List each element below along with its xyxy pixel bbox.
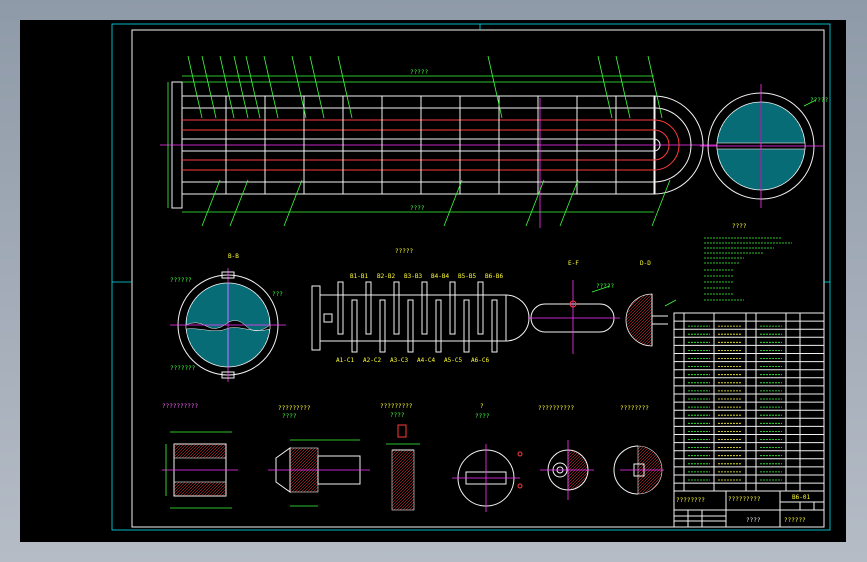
baffle-top-label: B2-B2 [377,273,395,280]
inner-frame [131,29,825,528]
detail-views: ?????????? ????????? ????????? ? ???????… [162,403,664,512]
baffle-plate [449,281,456,335]
drawing-code: B6-01 [792,494,810,501]
baffle-plate [393,281,400,335]
svg-text:??????: ?????? [170,277,192,284]
baffle-top-label: B1-B1 [350,273,368,280]
title-block-name: ???????? [676,497,705,504]
baffle-plate [491,299,498,353]
section-bb-label: B-B [228,253,239,260]
outer-frame [111,23,831,531]
baffle-bottom-label: A2-C2 [363,357,381,364]
detail-2-sub: ???? [282,413,297,420]
section-bb-view: B-B ?????? ??????? ??? [170,253,286,382]
title-block-name-2: ????????? [728,496,761,503]
baffle-plate [407,299,414,353]
detail-1-label: ?????????? [162,403,199,410]
scale-text: ???? [746,517,761,524]
section-dd-view: D-D [625,260,677,347]
baffle-plate [351,299,358,353]
technical-notes: ???? [704,223,792,301]
baffle-top-label: B4-B4 [431,273,449,280]
baffle-plate [463,299,470,353]
svg-text:?????: ????? [596,283,614,290]
svg-text:???: ??? [272,291,283,298]
tube-bundle-elevation: ????? ???? [160,55,720,228]
baffle-plate [365,281,372,335]
baffle-top-label: B5-B5 [458,273,476,280]
detail-4-label: ? [480,403,484,410]
baffle-bottom-label: A6-C6 [471,357,489,364]
cad-drawing: ????? ???? ????? B-B ?????? ??????? ??? … [111,23,831,531]
baffle-plate [435,299,442,353]
detail-6-label: ???????? [620,405,649,412]
baffle-bottom-label: A1-C1 [336,357,354,364]
end-view-section: ????? [700,84,828,208]
baffle-plate [421,281,428,335]
parts-list-table [673,312,825,492]
dim-bottom-text: ???? [410,205,425,212]
baffle-assembly-view: ????? B1-B1 B2-B2 B3-B3 B4-B4 B5-B5 B6-B6 A1-… [311,248,530,364]
main-section-label: ????? [395,248,413,255]
detail-3-sub: ???? [390,412,405,419]
detail-5-label: ?????????? [538,405,575,412]
weight-text: ?????? [784,517,806,524]
baffle-top-label: B3-B3 [404,273,422,280]
detail-3-label: ????????? [380,403,413,410]
svg-text:?????: ????? [810,97,828,104]
svg-text:???????: ??????? [170,365,196,372]
drawing-canvas[interactable]: ????? ???? ????? B-B ?????? ??????? ??? … [20,20,846,542]
baffle-plate [337,281,344,335]
detail-4-sub: ???? [475,413,490,420]
baffle-top-label: B6-B6 [485,273,503,280]
section-ef-view: E-F ????? [528,260,620,354]
section-ef-label: E-F [568,260,579,267]
baffle-bottom-label: A3-C3 [390,357,408,364]
baffle-bottom-label: A4-C4 [417,357,435,364]
section-dd-label: D-D [640,260,651,267]
title-block: ???????? ????????? B6-01 ???? ?????? [673,490,825,528]
baffle-plate [477,281,484,335]
baffle-bottom-label: A5-C5 [444,357,462,364]
baffle-plate [379,299,386,353]
detail-2-label: ????????? [278,405,311,412]
notes-title: ???? [732,223,747,230]
dim-length-text: ????? [410,69,428,76]
